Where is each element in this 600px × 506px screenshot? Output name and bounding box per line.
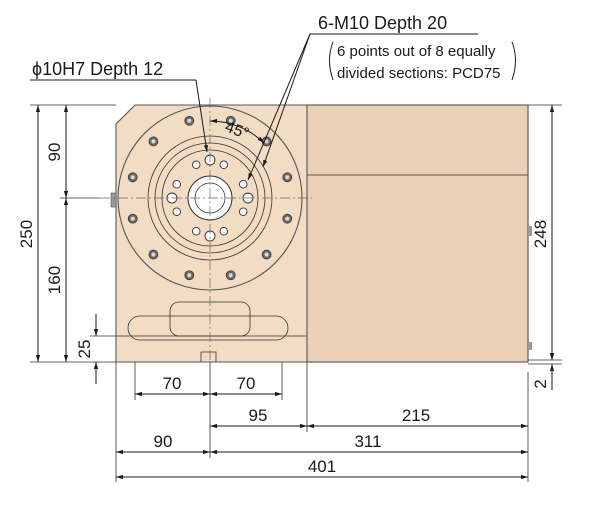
outer-bolt-head (187, 118, 192, 123)
outer-bolt-head (264, 139, 269, 144)
tap-note-line1: 6 points out of 8 equally (337, 43, 496, 60)
dim-overall-width: 401 (308, 457, 336, 476)
outer-bolt-head (151, 139, 156, 144)
dim-right-height: 248 (531, 220, 550, 248)
tapped-hole (191, 160, 201, 169)
hole-spec-label: ϕ10H7 Depth 12 (32, 59, 163, 79)
left-key (110, 192, 117, 208)
outer-bolt-head (130, 216, 135, 221)
tapped-hole (191, 227, 201, 236)
tapped-hole (239, 207, 248, 217)
dim-slot-left: 70 (163, 374, 182, 393)
tapped-hole (219, 227, 229, 236)
dim-center-to-step: 95 (249, 406, 268, 425)
hole-callout: ϕ10H7 Depth 12 (30, 59, 209, 153)
outer-bolt-head (187, 273, 192, 278)
tap-callout: 6-M10 Depth 20 6 points out of 8 equally… (247, 13, 516, 181)
dim-step-to-right: 215 (402, 406, 430, 425)
dim-center-to-right: 311 (354, 432, 381, 451)
dim-left-lower: 160 (45, 266, 64, 294)
dim-right-offset: 2 (531, 379, 550, 388)
right-dimensions: 248 2 (528, 104, 562, 390)
tapped-hole (172, 179, 181, 189)
outer-bolt-head (285, 216, 290, 221)
dim-slot-right: 70 (237, 374, 256, 393)
motor-housing (306, 104, 529, 363)
right-connector (528, 226, 532, 236)
outer-bolt-head (151, 252, 156, 257)
bottom-notch (200, 351, 217, 362)
outer-bolt-head (130, 175, 135, 180)
dim-left-small: 25 (75, 340, 94, 359)
outer-bolt-head (228, 273, 233, 278)
dim-left-to-center: 90 (154, 432, 173, 451)
bottom-dimensions: 70 70 95 215 90 311 401 (115, 362, 529, 482)
outer-bolt-head (285, 175, 290, 180)
left-dimensions: 250 90 160 25 (17, 104, 116, 384)
outer-bolt-head (264, 252, 269, 257)
tap-spec-label: 6-M10 Depth 20 (318, 13, 447, 33)
dim-left-total: 250 (17, 220, 36, 248)
tapped-hole (239, 179, 248, 189)
right-connector-lower (528, 342, 532, 350)
dim-left-upper: 90 (45, 143, 64, 162)
tapped-hole (219, 160, 229, 169)
lower-slot (127, 315, 289, 341)
tapped-hole (172, 207, 181, 217)
angle-arc (209, 118, 265, 144)
tap-note-line2: divided sections: PCD75 (337, 65, 500, 82)
